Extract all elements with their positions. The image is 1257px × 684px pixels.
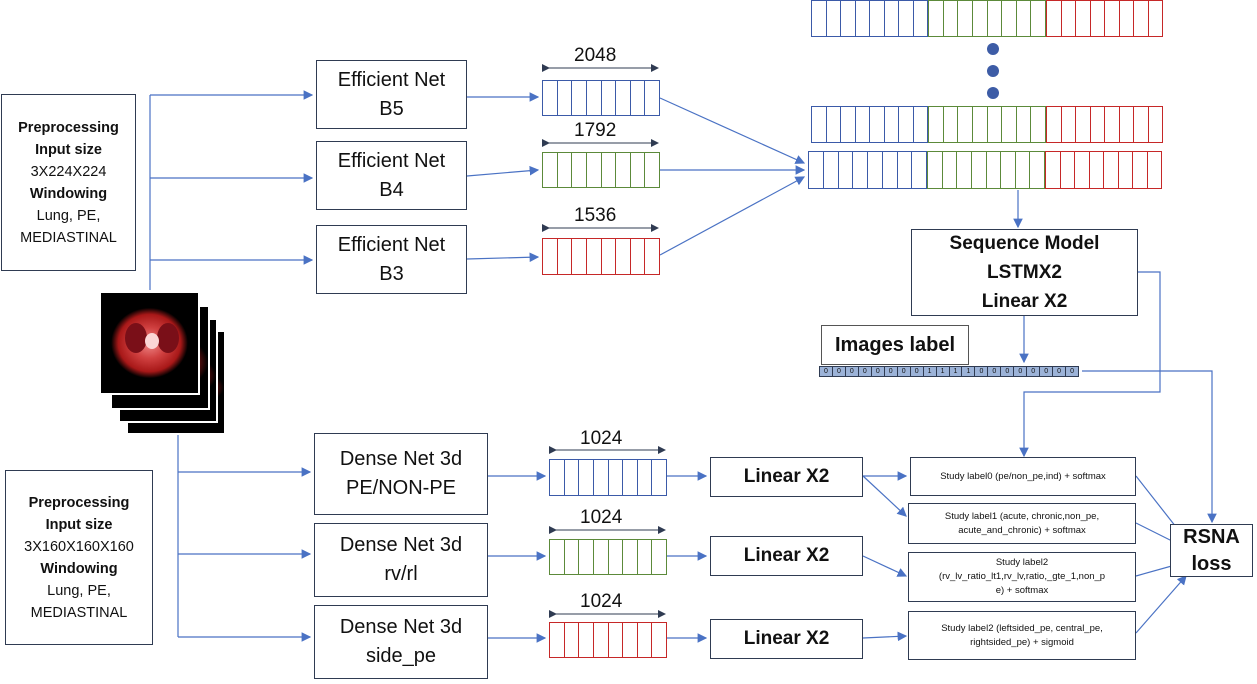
feature-vector-b5 (542, 80, 660, 116)
windowing-values-2: MEDIASTINAL (20, 229, 117, 246)
label-bit: 0 (1070, 368, 1075, 375)
study-label2-side-box: Study label2 (leftsided_pe, central_pe, … (908, 611, 1136, 660)
study-label-text: Study label1 (acute, chronic,non_pe, (944, 510, 1100, 522)
label-bit: 1 (950, 367, 963, 376)
study-label0-box: Study label0 (pe/non_pe,ind) + softmax (910, 457, 1136, 496)
windowing-values-1: Lung, PE, (47, 582, 111, 599)
ellipsis-dot (987, 43, 999, 55)
ct-slice-image (99, 291, 200, 395)
efficientnet-b3-box: Efficient Net B3 (316, 225, 467, 294)
dim-label-dense-rvrl: 1024 (580, 507, 623, 528)
label-bit: 1 (924, 367, 937, 376)
preprocessing-2d-box: Preprocessing Input size 3X224X224 Windo… (1, 94, 136, 271)
loss-line1: RSNA (1183, 525, 1240, 548)
label-bit: 1 (937, 367, 950, 376)
net-name: Efficient Net (337, 68, 446, 91)
study-label-text: Study label0 (pe/non_pe,ind) + softmax (940, 470, 1106, 482)
windowing-values-1: Lung, PE, (36, 207, 101, 224)
sequence-model-lstm: LSTMX2 (987, 262, 1062, 283)
label-bit: 0 (1027, 367, 1041, 376)
dim-label-b4: 1792 (574, 120, 617, 141)
feature-vector-b3 (542, 238, 660, 275)
dim-label-b3: 1536 (574, 205, 617, 226)
dim-label-dense-pe: 1024 (580, 428, 623, 449)
label-bit: 0 (846, 367, 859, 376)
ellipsis-dot (987, 87, 999, 99)
windowing-title: Windowing (29, 185, 108, 202)
linear-box-pe: Linear X2 (710, 457, 863, 497)
study-label1-box: Study label1 (acute, chronic,non_pe, acu… (908, 503, 1136, 544)
study-label-text: Study label2 (995, 557, 1049, 568)
net-name: Dense Net 3d (339, 448, 463, 470)
study-label2-rvlv-box: Study label2 (rv_lv_ratio_lt1,rv_lv,rati… (908, 552, 1136, 602)
net-variant: B4 (379, 178, 404, 201)
sequence-model-box: Sequence Model LSTMX2 Linear X2 (911, 229, 1138, 316)
preprocessing-3d-box: Preprocessing Input size 3X160X160X160 W… (5, 470, 153, 645)
ellipsis-dot (987, 65, 999, 77)
loss-line2: loss (1191, 552, 1232, 575)
label-bit: 0 (988, 367, 1002, 376)
dim-label-b5: 2048 (574, 45, 617, 66)
label-bit: 0 (975, 367, 989, 376)
feature-vector-dense-rvrl (549, 539, 667, 575)
input-size-title: Input size (45, 516, 113, 533)
preprocessing-title: Preprocessing (28, 494, 130, 511)
label-bit: 0 (859, 367, 872, 376)
label-bit: 0 (833, 367, 846, 376)
net-name: Dense Net 3d (339, 534, 463, 556)
efficientnet-b5-box: Efficient Net B5 (316, 60, 467, 129)
net-variant: side_pe (365, 645, 437, 667)
label-bit: 0 (1053, 367, 1067, 376)
net-name: Dense Net 3d (339, 616, 463, 638)
net-variant: PE/NON-PE (345, 477, 457, 499)
densenet-pe-box: Dense Net 3d PE/NON-PE (314, 433, 488, 515)
net-variant: rv/rl (384, 563, 418, 585)
label-bit: 0 (872, 367, 885, 376)
study-label-text: (rv_lv_ratio_lt1,rv_lv,ratio,_gte_1,non_… (938, 571, 1106, 582)
feature-vector-b4 (542, 152, 660, 188)
label-bit: 0 (911, 367, 924, 376)
input-size-value: 3X224X224 (30, 163, 107, 180)
label-bit: 0 (1001, 367, 1015, 376)
dim-label-dense-sidepe: 1024 (580, 591, 623, 612)
label-bit: 0 (885, 367, 898, 376)
densenet-rvrl-box: Dense Net 3d rv/rl (314, 523, 488, 597)
label-bit: 0 (820, 367, 833, 376)
feature-vector-dense-sidepe (549, 622, 667, 658)
study-label-text: e) + softmax (995, 585, 1049, 596)
study-label-text: Study label2 (leftsided_pe, central_pe, (941, 622, 1103, 634)
study-label-text: rightsided_pe) + sigmoid (970, 636, 1074, 648)
net-name: Efficient Net (337, 149, 446, 172)
label-bit: 0 (898, 367, 911, 376)
net-variant: B5 (379, 97, 404, 120)
efficientnet-b4-box: Efficient Net B4 (316, 141, 467, 210)
net-name: Efficient Net (337, 233, 446, 256)
windowing-values-2: MEDIASTINAL (30, 604, 128, 621)
linear-box-rvrl: Linear X2 (710, 536, 863, 576)
net-variant: B3 (379, 262, 404, 285)
densenet-sidepe-box: Dense Net 3d side_pe (314, 605, 488, 679)
study-label-text: acute_and_chronic) + softmax (958, 524, 1086, 536)
images-label-title: Images label (821, 325, 969, 365)
windowing-title: Windowing (40, 560, 118, 577)
label-bit: 0 (1014, 367, 1028, 376)
sequence-model-linear: Linear X2 (981, 291, 1068, 312)
input-size-title: Input size (35, 141, 102, 158)
preprocessing-title: Preprocessing (18, 119, 119, 136)
label-bit: 1 (962, 367, 976, 376)
input-size-value: 3X160X160X160 (24, 538, 134, 555)
feature-vector-dense-pe (549, 459, 667, 496)
rsna-loss-box: RSNA loss (1170, 524, 1253, 577)
sequence-model-title: Sequence Model (949, 233, 1100, 254)
linear-box-sidepe: Linear X2 (710, 619, 863, 659)
label-bit: 0 (1040, 367, 1054, 376)
